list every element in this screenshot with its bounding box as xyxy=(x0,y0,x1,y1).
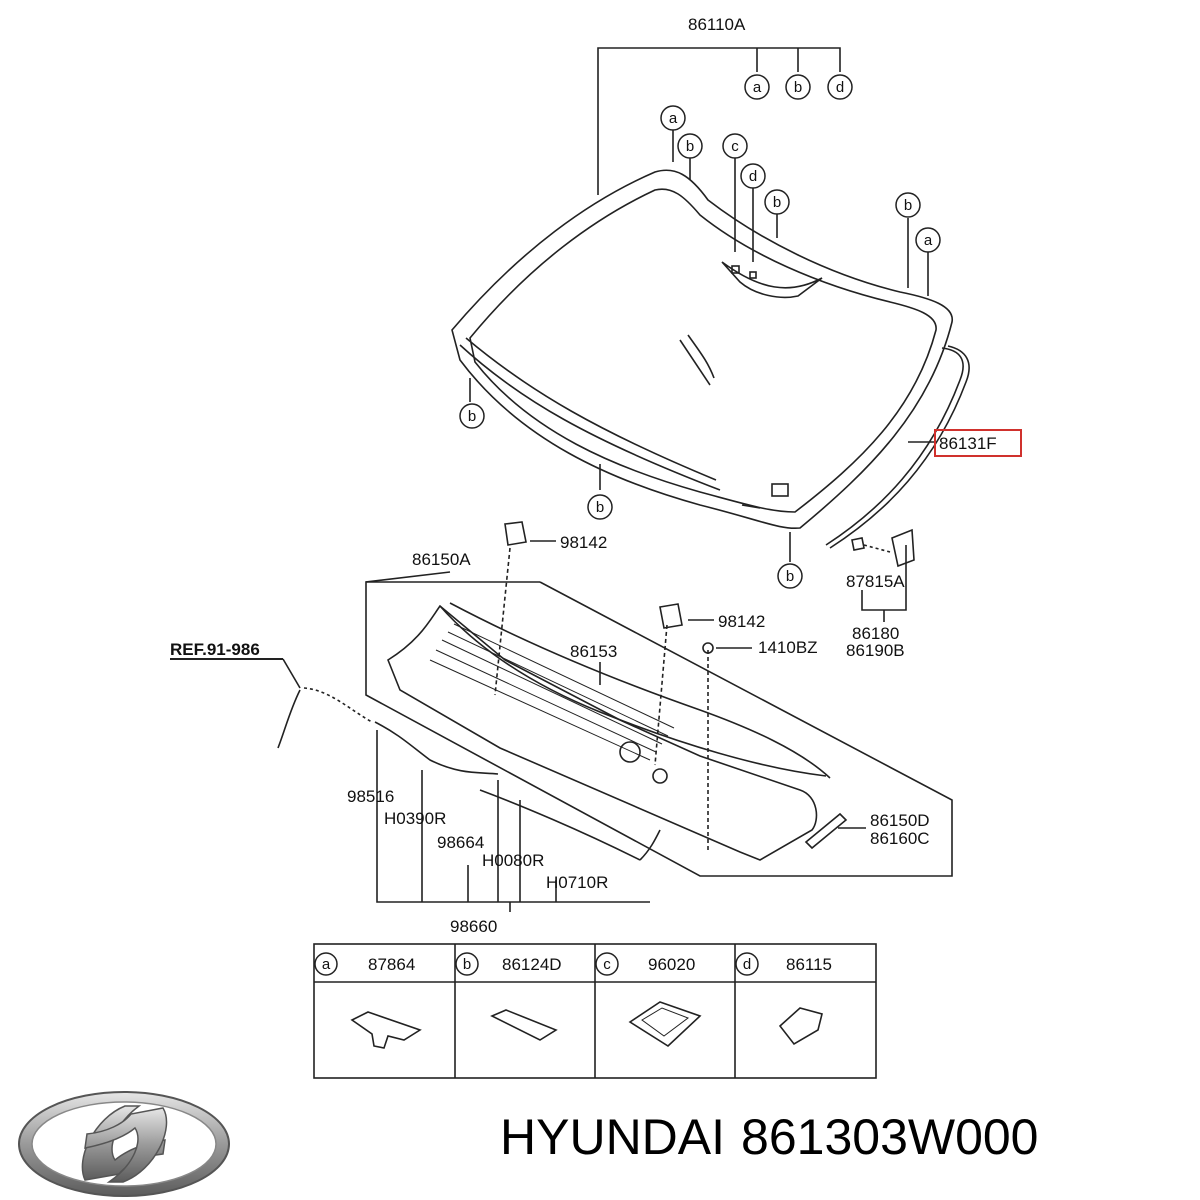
clip-86124d-icon xyxy=(490,1009,558,1041)
windshield-glass xyxy=(451,169,953,530)
brand-name: HYUNDAI xyxy=(500,1109,726,1165)
letter-d: d xyxy=(749,168,757,185)
label-h0710r: H0710R xyxy=(546,873,608,892)
leader-86110a xyxy=(597,47,841,195)
letter-b: b xyxy=(773,194,781,211)
hyundai-logo-icon xyxy=(18,1091,230,1197)
label-86160c: 86160C xyxy=(870,829,930,848)
caption: HYUNDAI 861303W000 xyxy=(500,1108,1055,1166)
label-86110a: 86110A xyxy=(688,15,746,34)
label-98516: 98516 xyxy=(347,787,394,806)
label-87815a: 87815A xyxy=(846,572,905,591)
letter-b: b xyxy=(686,138,694,155)
label-86180: 86180 xyxy=(852,624,899,643)
legend-letter: d xyxy=(743,956,751,973)
letter-b: b xyxy=(794,79,802,96)
label-86150d: 86150D xyxy=(870,811,930,830)
letter-a: a xyxy=(669,110,678,127)
label-1410bz: 1410BZ xyxy=(758,638,818,657)
label-h0390r: H0390R xyxy=(384,809,446,828)
label-86131f: 86131F xyxy=(939,434,997,453)
label-86150a: 86150A xyxy=(412,550,471,569)
letter-b: b xyxy=(596,499,604,516)
label-86153: 86153 xyxy=(570,642,617,661)
legend-letter: c xyxy=(603,956,611,973)
letter-c: c xyxy=(731,138,739,155)
legend-table xyxy=(313,943,877,1079)
letter-d: d xyxy=(836,79,844,96)
callout-letters xyxy=(314,74,941,976)
label-ref: REF.91-986 xyxy=(170,640,260,659)
letter-a: a xyxy=(924,232,933,249)
letter-b: b xyxy=(904,197,912,214)
legend-part: 87864 xyxy=(368,955,415,974)
clip-86115-icon xyxy=(778,1007,823,1046)
label-h0080r: H0080R xyxy=(482,851,544,870)
label-98142: 98142 xyxy=(718,612,765,631)
clip-87864-icon xyxy=(350,1011,422,1049)
highlight-box xyxy=(934,429,1022,457)
legend-part: 96020 xyxy=(648,955,695,974)
label-98142: 98142 xyxy=(560,533,607,552)
legend-letter: a xyxy=(322,956,331,973)
label-98660: 98660 xyxy=(450,917,497,936)
letter-a: a xyxy=(753,79,762,96)
legend-part: 86115 xyxy=(786,955,832,974)
letter-b: b xyxy=(468,408,476,425)
legend-part: 86124D xyxy=(502,955,562,974)
letter-b: b xyxy=(786,568,794,585)
label-98664: 98664 xyxy=(437,833,484,852)
part-number: 861303W000 xyxy=(741,1109,1039,1165)
moulding-strip xyxy=(825,347,964,546)
label-86190b: 86190B xyxy=(846,641,905,660)
clip-96020-icon xyxy=(628,1001,702,1048)
legend-letter: b xyxy=(463,956,471,973)
cowl-panel xyxy=(387,604,818,861)
